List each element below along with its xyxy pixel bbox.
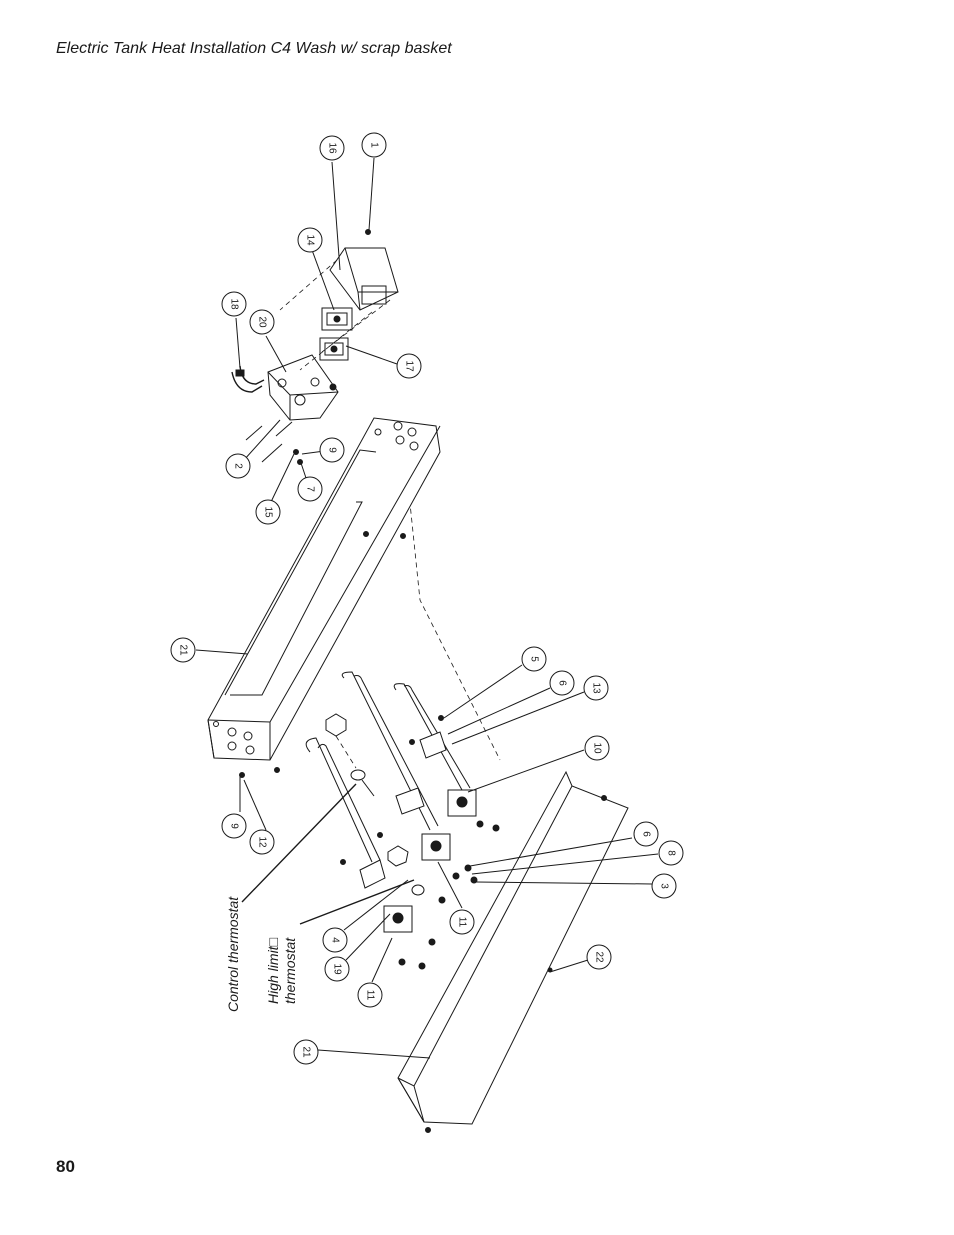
callout-9-upper: 9 (319, 437, 345, 463)
callout-number: 12 (257, 836, 268, 848)
callout-number: 17 (404, 360, 415, 372)
callout-19: 19 (324, 956, 350, 982)
contactor-17 (319, 337, 349, 361)
callout-number: 22 (594, 951, 605, 963)
callout-21-upper: 21 (170, 637, 196, 663)
callout-5: 5 (521, 646, 547, 672)
callout-number: 14 (305, 234, 316, 246)
high-limit-thermostat-label-line2: thermostat (282, 937, 298, 1004)
callout-2: 2 (225, 453, 251, 479)
conduit-elbow-18 (231, 365, 265, 393)
thermostat-parts (325, 713, 444, 896)
callout-number: 10 (592, 742, 603, 754)
callout-number: 8 (666, 850, 677, 856)
control-box-cover (329, 247, 399, 311)
heater-channel-upper (207, 417, 441, 778)
heating-element-left (305, 737, 413, 933)
callout-22: 22 (586, 944, 612, 970)
callout-number: 9 (229, 823, 240, 829)
callout-6-lower: 6 (633, 821, 659, 847)
high-limit-thermostat-label-line1: High limit□ (265, 937, 281, 1004)
callout-6-upper: 6 (549, 670, 575, 696)
callout-10: 10 (584, 735, 610, 761)
callout-18: 18 (221, 291, 247, 317)
callout-3: 3 (651, 873, 677, 899)
callout-21-lower: 21 (293, 1039, 319, 1065)
callout-number: 9 (327, 447, 338, 453)
callout-15: 15 (255, 499, 281, 525)
callout-9-lower: 9 (221, 813, 247, 839)
callout-14: 14 (297, 227, 323, 253)
callout-11-left: 11 (357, 982, 383, 1008)
callout-number: 7 (305, 486, 316, 492)
callout-number: 4 (330, 937, 341, 943)
callout-number: 11 (457, 917, 468, 928)
callout-number: 2 (233, 463, 244, 469)
callout-8: 8 (658, 840, 684, 866)
callout-11-right: 11 (449, 909, 475, 935)
callout-number: 11 (365, 990, 376, 1001)
contactor-14 (321, 307, 353, 331)
callout-number: 16 (327, 142, 338, 154)
callout-7: 7 (297, 476, 323, 502)
callout-number: 20 (257, 316, 268, 328)
callout-number: 1 (369, 142, 380, 148)
callout-number: 6 (641, 831, 652, 837)
callout-number: 5 (529, 656, 540, 662)
leader-lines (195, 157, 659, 1059)
page-number: 80 (56, 1157, 75, 1176)
callout-number: 19 (332, 963, 343, 975)
angle-cover-lower (397, 770, 629, 1133)
heating-element-center (341, 671, 451, 861)
callout-number: 3 (659, 883, 670, 889)
callout-20: 20 (249, 309, 275, 335)
callout-4: 4 (322, 927, 348, 953)
callout-16: 16 (319, 135, 345, 161)
callout-12: 12 (249, 829, 275, 855)
heating-element-right (393, 683, 477, 817)
control-thermostat-label: Control thermostat (225, 896, 241, 1012)
callout-17: 17 (396, 353, 422, 379)
callout-number: 13 (591, 682, 602, 694)
callout-1: 1 (361, 132, 387, 158)
callout-number: 18 (229, 298, 240, 310)
element-nuts (398, 820, 500, 970)
page-title: Electric Tank Heat Installation C4 Wash … (56, 40, 452, 57)
callout-13: 13 (583, 675, 609, 701)
junction-box-20 (267, 354, 339, 421)
callout-number: 21 (301, 1046, 312, 1058)
callout-number: 6 (557, 680, 568, 686)
callout-number: 15 (263, 506, 274, 518)
callout-number: 21 (178, 644, 189, 656)
